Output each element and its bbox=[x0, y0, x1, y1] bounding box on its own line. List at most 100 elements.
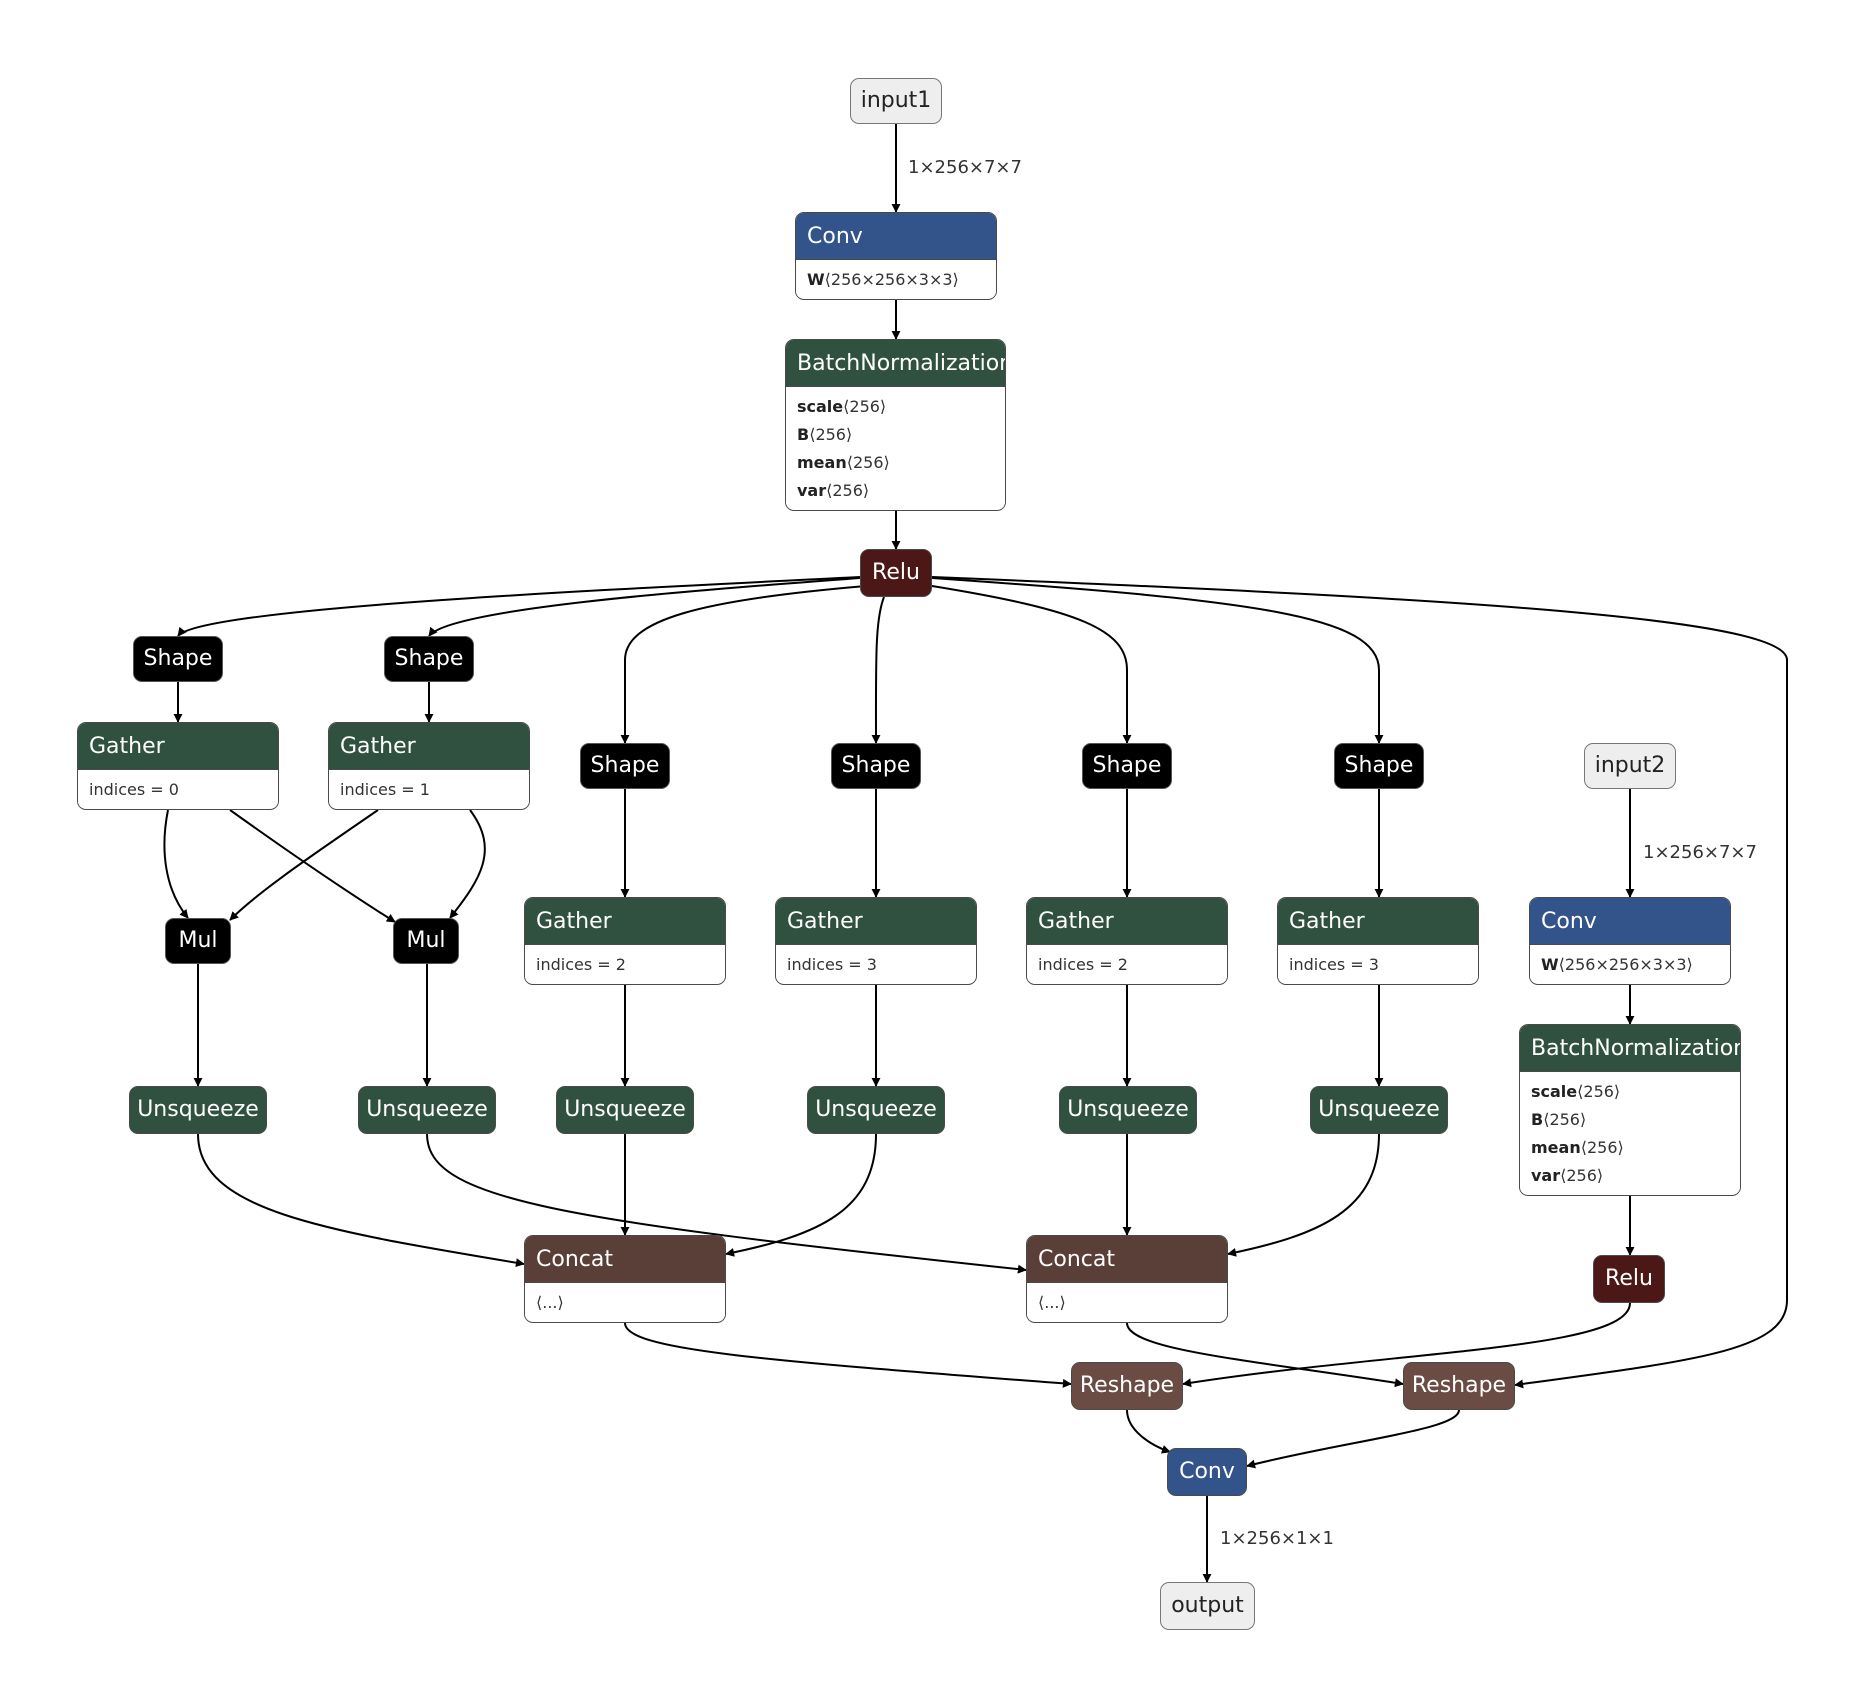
node-relu1[interactable]: Relu bbox=[860, 549, 932, 597]
conv2-attributes: W⟨256×256×3×3⟩ bbox=[1530, 944, 1730, 983]
gather2-attributes: indices = 1 bbox=[329, 769, 529, 808]
bn1-attribute: mean⟨256⟩ bbox=[797, 449, 994, 477]
node-shape4[interactable]: Shape bbox=[831, 743, 921, 789]
edge-concat1-reshape1 bbox=[624, 1322, 1072, 1388]
bn2-attribute: var⟨256⟩ bbox=[1531, 1162, 1729, 1190]
concat2-title: Concat bbox=[1027, 1236, 1227, 1282]
edge-label-input1-conv1: 1×256×7×7 bbox=[908, 157, 1022, 178]
gather2-attribute: indices = 1 bbox=[340, 776, 518, 804]
mul1-title: Mul bbox=[166, 919, 230, 962]
edge-relu1-shape4 bbox=[871, 596, 885, 744]
edge-gather2-mul2 bbox=[449, 809, 486, 919]
edge-unsq6-concat2 bbox=[1227, 1133, 1380, 1257]
conv2-attribute: W⟨256×256×3×3⟩ bbox=[1541, 951, 1719, 979]
attribute-value: ⟨256⟩ bbox=[846, 453, 890, 472]
shape1-title: Shape bbox=[134, 637, 222, 680]
edge-concat2-reshape2 bbox=[1126, 1322, 1404, 1388]
edge-label-conv3-output: 1×256×1×1 bbox=[1220, 1528, 1334, 1549]
attribute-key: W bbox=[1541, 955, 1559, 974]
conv2-title: Conv bbox=[1530, 898, 1730, 944]
input2-title: input2 bbox=[1594, 753, 1666, 778]
attribute-key: B bbox=[1531, 1110, 1544, 1129]
attribute-key: mean bbox=[797, 453, 847, 472]
gather4-attributes: indices = 3 bbox=[776, 944, 976, 983]
concat2-attribute: ⟨...⟩ bbox=[1038, 1289, 1216, 1317]
shape4-title: Shape bbox=[832, 744, 920, 787]
shape5-title: Shape bbox=[1083, 744, 1171, 787]
output-title: output bbox=[1171, 1593, 1244, 1618]
attribute-value: indices = 1 bbox=[340, 780, 430, 799]
attribute-value: ⟨256⟩ bbox=[809, 425, 853, 444]
node-unsq3[interactable]: Unsqueeze bbox=[556, 1086, 694, 1134]
shape3-title: Shape bbox=[581, 744, 669, 787]
node-reshape2[interactable]: Reshape bbox=[1403, 1362, 1515, 1410]
node-shape5[interactable]: Shape bbox=[1082, 743, 1172, 789]
gather3-attributes: indices = 2 bbox=[525, 944, 725, 983]
concat2-attributes: ⟨...⟩ bbox=[1027, 1282, 1227, 1321]
edge-relu2-reshape1 bbox=[1182, 1302, 1631, 1388]
node-relu2[interactable]: Relu bbox=[1593, 1255, 1665, 1303]
attribute-value: indices = 3 bbox=[1289, 955, 1379, 974]
attribute-value: ⟨...⟩ bbox=[1038, 1293, 1066, 1312]
node-shape6[interactable]: Shape bbox=[1334, 743, 1424, 789]
node-unsq5[interactable]: Unsqueeze bbox=[1059, 1086, 1197, 1134]
node-concat1[interactable]: Concat ⟨...⟩ bbox=[524, 1235, 726, 1323]
edge-relu1-shape1 bbox=[177, 576, 861, 637]
node-mul1[interactable]: Mul bbox=[165, 918, 231, 964]
attribute-value: ⟨256⟩ bbox=[1543, 1110, 1587, 1129]
concat1-attribute: ⟨...⟩ bbox=[536, 1289, 714, 1317]
reshape2-title: Reshape bbox=[1404, 1363, 1514, 1408]
node-unsq4[interactable]: Unsqueeze bbox=[807, 1086, 945, 1134]
node-reshape1[interactable]: Reshape bbox=[1071, 1362, 1183, 1410]
input1-title: input1 bbox=[860, 88, 932, 113]
concat1-title: Concat bbox=[525, 1236, 725, 1282]
gather3-title: Gather bbox=[525, 898, 725, 944]
conv3-title: Conv bbox=[1168, 1449, 1246, 1494]
shape6-title: Shape bbox=[1335, 744, 1423, 787]
gather5-attributes: indices = 2 bbox=[1027, 944, 1227, 983]
gather1-attributes: indices = 0 bbox=[78, 769, 278, 808]
node-unsq6[interactable]: Unsqueeze bbox=[1310, 1086, 1448, 1134]
node-concat2[interactable]: Concat ⟨...⟩ bbox=[1026, 1235, 1228, 1323]
edge-relu1-shape2 bbox=[428, 577, 861, 637]
node-unsq2[interactable]: Unsqueeze bbox=[358, 1086, 496, 1134]
bn1-attributes: scale⟨256⟩B⟨256⟩mean⟨256⟩var⟨256⟩ bbox=[786, 386, 1005, 509]
attribute-value: indices = 3 bbox=[787, 955, 877, 974]
edge-reshape2-conv3 bbox=[1246, 1409, 1460, 1469]
node-input2[interactable]: input2 bbox=[1584, 743, 1676, 789]
unsq1-title: Unsqueeze bbox=[130, 1087, 266, 1132]
edge-unsq2-concat2 bbox=[426, 1133, 1027, 1274]
relu1-title: Relu bbox=[861, 550, 931, 595]
unsq5-title: Unsqueeze bbox=[1060, 1087, 1196, 1132]
node-shape2[interactable]: Shape bbox=[384, 636, 474, 682]
mul2-title: Mul bbox=[394, 919, 458, 962]
edge-relu1-shape3 bbox=[620, 585, 867, 744]
edge-unsq1-concat1 bbox=[197, 1133, 525, 1268]
reshape1-title: Reshape bbox=[1072, 1363, 1182, 1408]
node-mul2[interactable]: Mul bbox=[393, 918, 459, 964]
node-output[interactable]: output bbox=[1160, 1582, 1255, 1630]
node-shape3[interactable]: Shape bbox=[580, 743, 670, 789]
relu2-title: Relu bbox=[1594, 1256, 1664, 1301]
node-unsq1[interactable]: Unsqueeze bbox=[129, 1086, 267, 1134]
node-input1[interactable]: input1 bbox=[850, 78, 942, 124]
bn2-attribute: scale⟨256⟩ bbox=[1531, 1078, 1729, 1106]
node-shape1[interactable]: Shape bbox=[133, 636, 223, 682]
attribute-value: ⟨256⟩ bbox=[1560, 1166, 1604, 1185]
gather1-attribute: indices = 0 bbox=[89, 776, 267, 804]
concat1-attributes: ⟨...⟩ bbox=[525, 1282, 725, 1321]
bn2-attribute: B⟨256⟩ bbox=[1531, 1106, 1729, 1134]
node-conv3[interactable]: Conv bbox=[1167, 1448, 1247, 1496]
edge-relu1-shape5 bbox=[931, 585, 1132, 744]
